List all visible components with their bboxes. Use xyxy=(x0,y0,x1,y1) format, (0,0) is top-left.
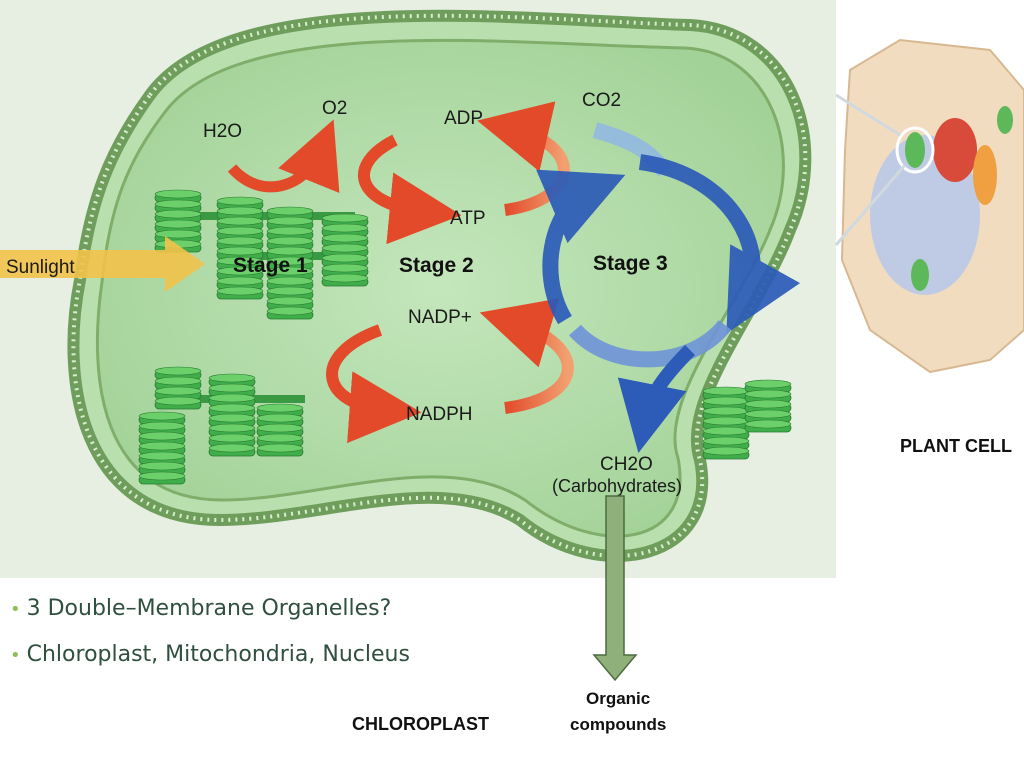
stage-3-label: Stage 3 xyxy=(593,252,668,275)
water-to-oxygen-arrow xyxy=(227,119,340,194)
bullet-text: 3 Double–Membrane Organelles? xyxy=(26,596,392,621)
stage-2-label: Stage 2 xyxy=(399,254,474,277)
bullet-item: •Chloroplast, Mitochondria, Nucleus xyxy=(10,640,410,686)
bullet-item: •3 Double–Membrane Organelles? xyxy=(10,594,410,640)
bullet-dot-icon: • xyxy=(10,645,21,666)
o2-label: O2 xyxy=(322,98,347,119)
carbohydrates-label: (Carbohydrates) xyxy=(552,476,682,496)
sunlight-arrow xyxy=(0,236,205,292)
bullet-list: •3 Double–Membrane Organelles? •Chloropl… xyxy=(10,594,410,686)
chloroplast-label: CHLOROPLAST xyxy=(352,714,489,734)
plant-cell-label: PLANT CELL xyxy=(900,436,1012,456)
nadp-return-arrow xyxy=(479,298,574,414)
nadph-formation-arrow xyxy=(326,324,422,444)
nadph-label: NADPH xyxy=(406,404,473,425)
bullet-text: Chloroplast, Mitochondria, Nucleus xyxy=(26,642,410,667)
plant-cell-illustration: PLANT CELL xyxy=(834,0,1024,456)
co2-label: CO2 xyxy=(582,90,621,111)
organic-compounds-arrow xyxy=(592,495,638,682)
sunlight-label: Sunlight xyxy=(6,257,75,278)
thylakoid-stacks-upper xyxy=(154,189,369,320)
organic-label: Organic xyxy=(586,689,650,708)
thylakoid-stacks-lower xyxy=(138,366,792,485)
adp-label: ADP xyxy=(444,108,483,129)
stage-1-label: Stage 1 xyxy=(233,254,308,277)
calvin-cycle xyxy=(535,122,801,453)
atp-formation-arrow xyxy=(358,134,462,245)
nadp-label: NADP+ xyxy=(408,307,472,328)
bullet-dot-icon: • xyxy=(10,599,21,620)
ch2o-label: CH2O xyxy=(600,454,653,475)
atp-label: ATP xyxy=(450,208,486,229)
compounds-label: compounds xyxy=(570,715,666,734)
h2o-label: H2O xyxy=(203,121,242,142)
